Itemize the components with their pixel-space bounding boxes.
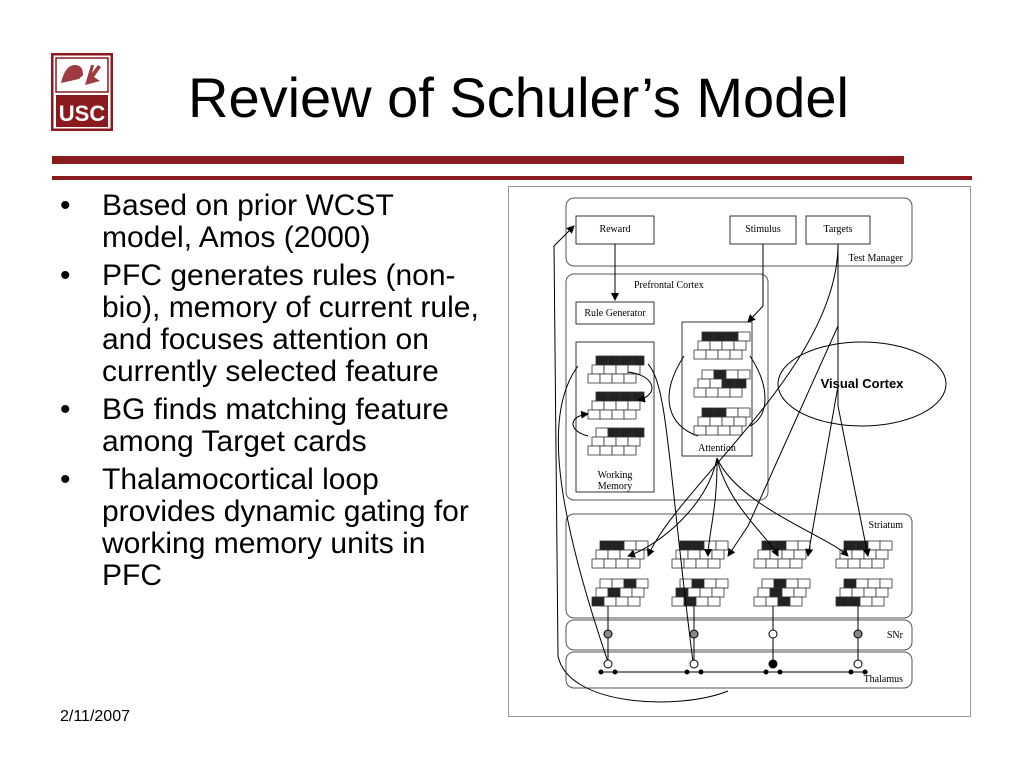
snr-node (768, 629, 778, 639)
feature-grid (671, 540, 729, 569)
snr-node (853, 629, 863, 639)
prefrontal-cortex-box (565, 273, 769, 501)
snr-label: SNr (887, 630, 904, 641)
wm-loop-1 (557, 365, 609, 663)
targets-line-3 (837, 244, 871, 557)
snr-box (565, 619, 913, 651)
header-rule-thick (52, 156, 904, 164)
model-diagram: Reward Stimulus Targets Test Manager Pre… (508, 186, 971, 717)
bullet-list: •Based on prior WCST model, Amos (2000) … (60, 190, 490, 598)
bullet-text: Based on prior WCST model, Amos (2000) (102, 189, 394, 254)
bullet-item: • BG finds matching feature among Target … (60, 394, 490, 458)
loop-nodes (598, 606, 868, 675)
stimulus-line (747, 244, 764, 323)
test-manager-box (565, 197, 913, 267)
att-loop (668, 355, 699, 437)
attention-to-striatum-1 (627, 457, 718, 558)
feature-grid (693, 369, 751, 398)
bullet-dot: • (60, 393, 71, 426)
connections (553, 225, 871, 703)
reward-box (575, 215, 655, 245)
feature-grid (591, 578, 649, 607)
feature-grid (835, 540, 893, 569)
attention-label: Attention (698, 443, 736, 454)
feature-grid (587, 391, 645, 420)
bullet-dot: • (60, 189, 71, 222)
attention-box (681, 321, 753, 457)
wm-inner-1 (627, 371, 653, 403)
usc-logo: USC (51, 53, 113, 131)
working-memory-box (575, 341, 655, 493)
snr-node (689, 629, 699, 639)
targets-line-4 (647, 243, 839, 557)
visual-cortex-ellipse (777, 341, 947, 427)
bullet-item: • Based on prior WCST model, Amos (2000) (60, 190, 490, 254)
feature-grid (591, 540, 649, 569)
attention-to-striatum-2 (704, 457, 718, 557)
targets-label: Targets (823, 224, 852, 235)
snr-node (603, 629, 613, 639)
attention-to-striatum-4 (716, 457, 849, 557)
bullet-dot: • (60, 463, 71, 496)
feature-grids (587, 331, 893, 607)
thalamus-node (768, 659, 778, 669)
bullet-item: • Thalamocortical loop provides dynamic g… (60, 464, 490, 592)
thalamus-label: Thalamus (864, 674, 904, 685)
bullet-dot: • (60, 259, 71, 292)
feature-grid (587, 427, 645, 456)
feature-grid (753, 540, 811, 569)
prefrontal-cortex-label: Prefrontal Cortex (634, 280, 704, 291)
header-rule-thin (52, 176, 972, 180)
bullet-text: Thalamocortical loop provides dynamic ga… (102, 463, 469, 592)
test-manager-label: Test Manager (848, 253, 903, 264)
feature-grid (753, 578, 811, 607)
wm-loop-2 (647, 363, 694, 663)
thalamus-node (603, 659, 613, 669)
targets-box (805, 215, 871, 245)
striatum-label: Striatum (869, 520, 904, 531)
feature-grid (693, 331, 751, 360)
thalamus-to-reward-loop (553, 225, 729, 703)
thalamus-box (565, 651, 913, 689)
working-memory-label-2: Memory (598, 481, 632, 492)
bullet-item: • PFC generates rules (non-bio), memory o… (60, 260, 490, 388)
wm-inner-2 (572, 410, 589, 437)
logo-text: USC (59, 101, 106, 126)
striatum-box (565, 513, 913, 619)
slide-date: 2/11/2007 (60, 708, 130, 725)
working-memory-label-1: Working (598, 470, 633, 481)
bullet-text: BG finds matching feature among Target c… (102, 393, 449, 458)
thalamus-node (853, 659, 863, 669)
rule-generator-label: Rule Generator (584, 308, 646, 319)
feature-grid (671, 578, 729, 607)
bullet-text: PFC generates rules (non-bio), memory of… (102, 259, 479, 388)
feature-grid (587, 355, 645, 384)
rule-generator-box (575, 301, 655, 325)
visual-cortex-label: Visual Cortex (821, 376, 905, 391)
slide-title: Review of Schuler’s Model (188, 66, 849, 129)
stimulus-label: Stimulus (745, 224, 781, 235)
feature-grid (835, 578, 893, 607)
feature-grid (693, 407, 751, 436)
attention-to-striatum-3 (716, 457, 779, 557)
thalamus-node (689, 659, 699, 669)
att-loop-2 (749, 355, 766, 427)
reward-label: Reward (599, 224, 630, 235)
